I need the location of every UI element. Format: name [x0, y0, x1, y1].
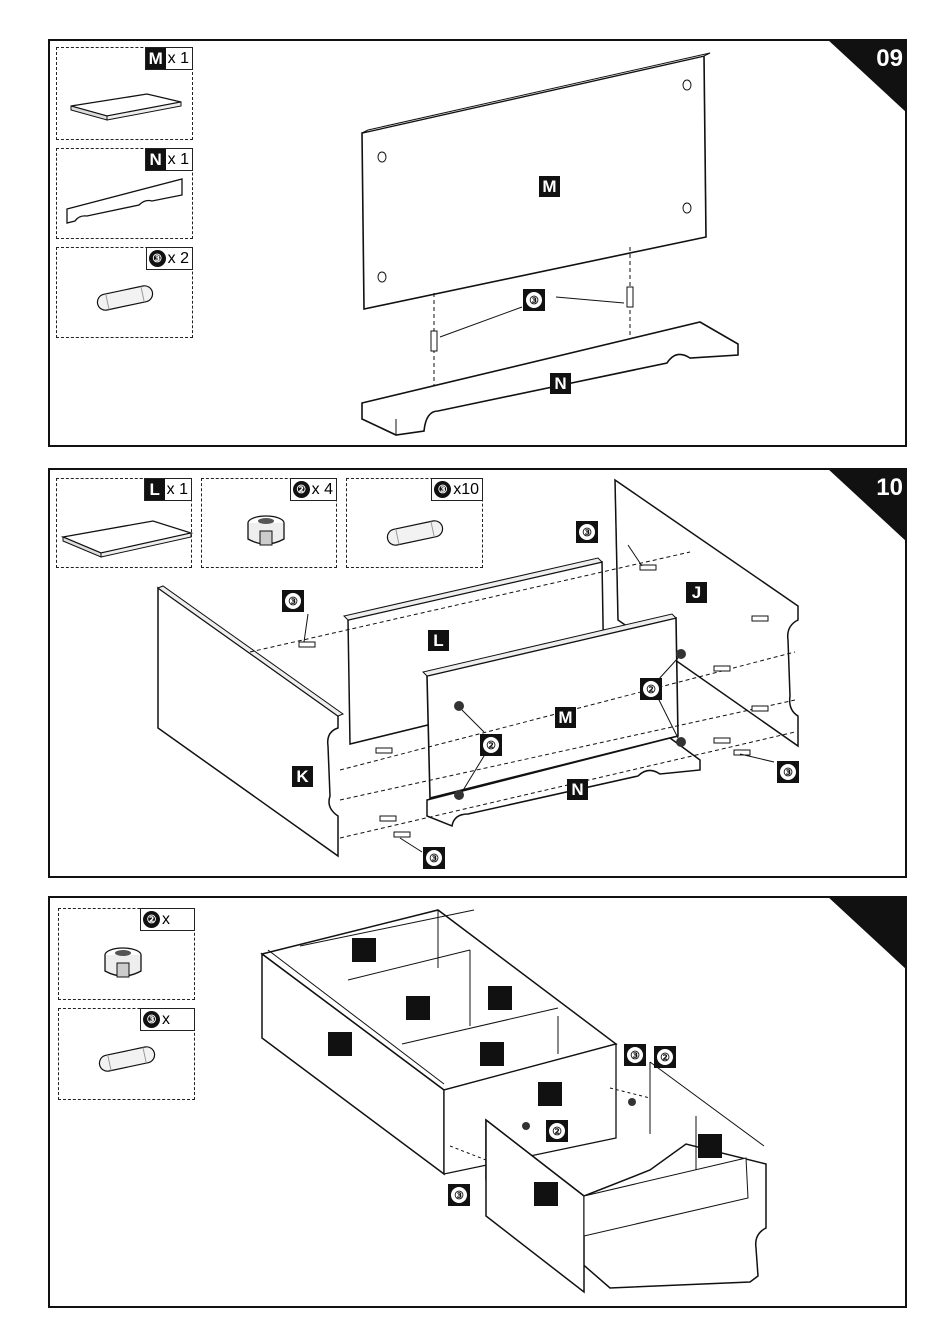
- dowel-number: ③: [579, 524, 595, 540]
- dowel-number: ③: [426, 850, 442, 866]
- dowel-number: ③: [451, 1187, 467, 1203]
- label-panel-k: K: [292, 766, 313, 787]
- panel-label-blank: [406, 996, 430, 1020]
- label-dowel: ③: [777, 761, 799, 783]
- step-10-assembly-drawing: [50, 470, 909, 880]
- final-assembly-drawing: [50, 898, 909, 1310]
- cam-number: ②: [483, 737, 499, 753]
- label-panel-n: N: [567, 779, 588, 800]
- label-panel-m: M: [555, 707, 576, 728]
- panel-label-blank: [538, 1082, 562, 1106]
- step-09-assembly-drawing: [50, 41, 909, 449]
- label-panel-m: M: [539, 176, 560, 197]
- label-dowel: ③: [448, 1184, 470, 1206]
- dowel-number: ③: [780, 764, 796, 780]
- cam-number: ②: [657, 1049, 673, 1065]
- dowel-number: ③: [526, 292, 542, 308]
- panel-label-blank: [352, 938, 376, 962]
- cam-number: ②: [549, 1123, 565, 1139]
- label-dowel: ③: [282, 590, 304, 612]
- panel-label-blank: [698, 1134, 722, 1158]
- label-dowel: ③: [624, 1044, 646, 1066]
- label-dowel: ③: [423, 847, 445, 869]
- label-cam: ②: [480, 734, 502, 756]
- dowel-number: ③: [627, 1047, 643, 1063]
- panel-label-blank: [534, 1182, 558, 1206]
- label-cam: ②: [640, 678, 662, 700]
- label-dowel: ③: [523, 289, 545, 311]
- dowel-number: ③: [285, 593, 301, 609]
- label-cam: ②: [654, 1046, 676, 1068]
- label-panel-n: N: [550, 373, 571, 394]
- label-cam: ②: [546, 1120, 568, 1142]
- label-panel-j: J: [686, 582, 707, 603]
- panel-label-blank: [488, 986, 512, 1010]
- cam-number: ②: [643, 681, 659, 697]
- label-panel-l: L: [428, 630, 449, 651]
- panel-label-blank: [328, 1032, 352, 1056]
- label-dowel: ③: [576, 521, 598, 543]
- panel-label-blank: [480, 1042, 504, 1066]
